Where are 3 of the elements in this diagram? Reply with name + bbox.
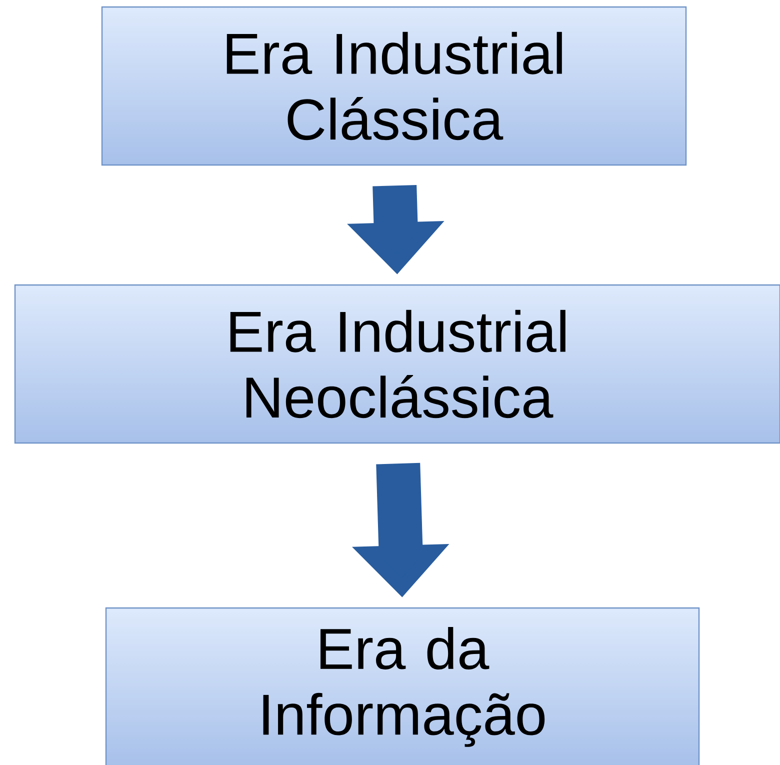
process-box: Era Industrial Clássica xyxy=(101,6,687,166)
process-box: Era da Informação xyxy=(105,607,700,765)
process-box: Era Industrial Neoclássica xyxy=(14,284,780,444)
